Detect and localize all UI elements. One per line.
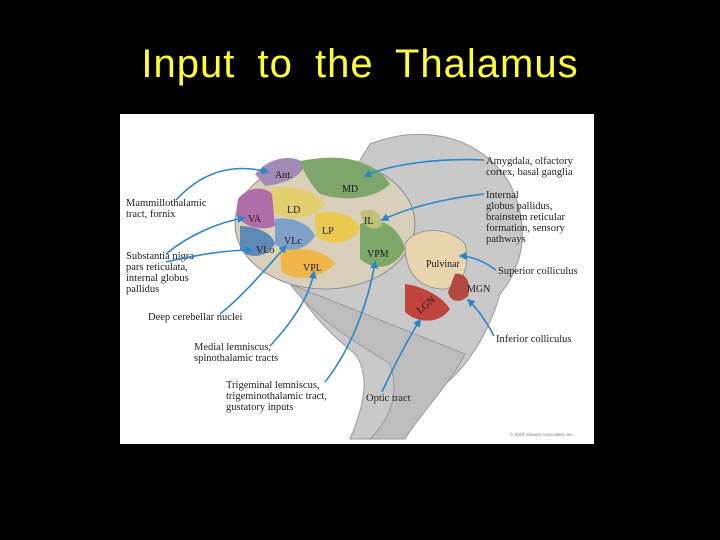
label-internal-gp: Internal globus pallidus, brainstem reti… [486,190,568,245]
region-pulvinar [404,230,468,290]
region-mgn [448,273,470,301]
thalamus-diagram: Ant. MD LD VA LP VLc VLo VPL VPM IL Pulv… [126,133,578,440]
region-label-lp: LP [322,226,334,237]
region-label-il: IL [364,216,373,227]
region-label-ant: Ant. [275,170,293,181]
copyright-note: © 2004 Sinauer Associates, Inc. [510,431,574,437]
region-label-vpm: VPM [367,249,389,260]
region-label-md: MD [342,184,358,195]
arrow-amygdala [363,158,485,177]
arrow-mammillothalamic [175,166,270,201]
region-lp [315,212,360,243]
arrow-substantia-va [165,215,246,255]
arrow-optic-tract [381,318,421,393]
region-ant [255,158,305,186]
region-label-vpl: VPL [303,263,322,274]
region-md [300,157,390,199]
region-label-mgn: MGN [467,284,490,295]
region-vpl [280,249,335,278]
region-label-vlc: VLc [284,236,302,247]
region-ld [270,187,325,218]
label-amygdala: Amygdala, olfactory cortex, basal gangli… [486,156,576,178]
arrow-trigeminal [324,260,378,383]
region-vlc [275,218,315,251]
arrow-inferior-colliculus [466,298,495,337]
region-label-vlo: VLo [256,245,274,256]
label-medial-lemniscus: Medial lemniscus, spinothalamic tracts [194,342,278,364]
label-optic-tract: Optic tract [366,393,411,404]
arrow-medial-lemniscus [269,270,317,347]
region-va [236,188,275,229]
arrow-deep-cerebellar [219,244,288,315]
label-trigeminal: Trigeminal lemniscus, trigeminothalamic … [226,380,330,413]
region-label-pulvinar: Pulvinar [426,259,461,270]
arrow-substantia-vlo [165,246,254,263]
label-deep-cerebellar: Deep cerebellar nuclei [148,312,243,323]
region-lgn [405,284,450,321]
lower-stem-shape [288,282,466,440]
arrow-internal-gp [380,193,485,221]
region-il [360,209,382,229]
slide-title: Input to the Thalamus [141,42,579,86]
region-label-va: VA [248,214,262,225]
thalamus-figure: Ant. MD LD VA LP VLc VLo VPL VPM IL Pulv… [120,114,594,444]
arrow-superior-colliculus [458,252,497,271]
label-substantia-nigra: Substantia nigra pars reticulata, intern… [126,251,197,295]
label-superior-colliculus: Superior colliculus [498,266,578,277]
region-label-ld: LD [287,205,300,216]
label-mammillothalamic: Mammillothalamic tract, fornix [126,198,209,220]
region-vpm [360,220,405,267]
label-inferior-colliculus: Inferior colliculus [496,334,572,345]
